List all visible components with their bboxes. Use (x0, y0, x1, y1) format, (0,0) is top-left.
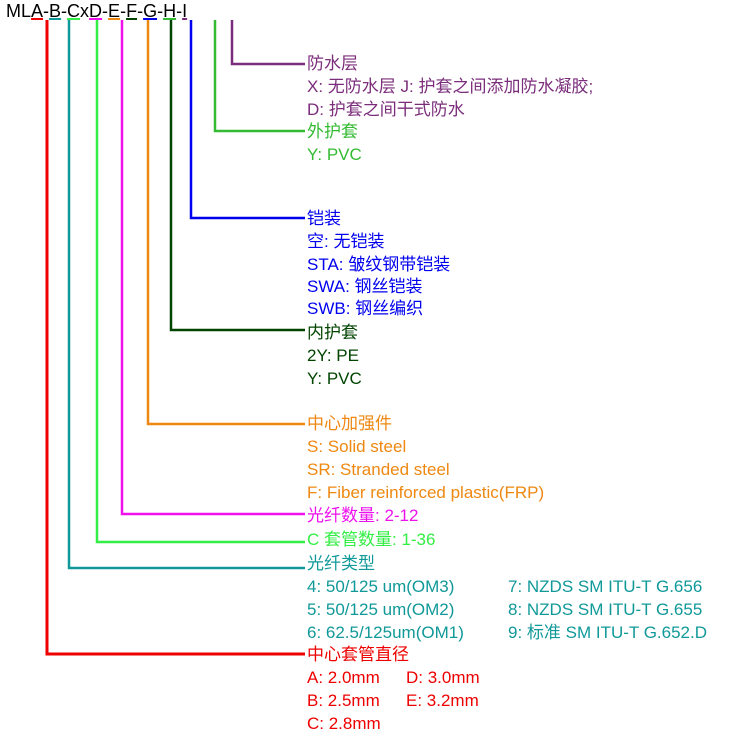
fiber-type-left-0: 4: 50/125 um(OM3) (307, 577, 455, 596)
inner-sheath-line2: Y: PVC (307, 369, 362, 388)
fiber-count-title: 光纤数量: 2-12 (307, 506, 419, 525)
inner-sheath-line1: 2Y: PE (307, 346, 359, 365)
connector-armor (189, 20, 305, 220)
code-e: E (108, 1, 121, 21)
code-d: D (89, 1, 103, 21)
code-h: H (163, 1, 177, 21)
armor-line4: SWB: 钢丝编织 (307, 299, 424, 318)
fiber-type-right-0: 7: NZDS SM ITU-T G.656 (508, 577, 703, 596)
armor-title: 铠装 (307, 209, 341, 228)
connector-tube-count (95, 20, 305, 544)
code-x: x (80, 1, 90, 21)
code-dash: - (61, 1, 68, 21)
armor-line2: STA: 皱纹钢带铠装 (307, 255, 451, 274)
outer-sheath-line1: Y: PVC (307, 145, 362, 164)
inner-sheath-title: 内护套 (307, 323, 358, 342)
strength-member-line3: F: Fiber reinforced plastic(FRP) (307, 483, 545, 502)
tube-diameter-row2a: B: 2.5mm (307, 691, 380, 710)
waterproof-line2: D: 护套之间干式防水 (307, 100, 465, 119)
connector-waterproof (230, 20, 305, 66)
tube-diameter-row1a: A: 2.0mm (307, 668, 380, 687)
code-a: A (31, 1, 44, 21)
code-prefix: ML (6, 1, 32, 21)
code-b: B (49, 1, 62, 21)
code-f: F (126, 1, 138, 21)
strength-member-line2: SR: Stranded steel (307, 460, 450, 479)
fiber-type-right-2: 9: 标准 SM ITU-T G.652.D (508, 623, 708, 642)
code-dash: - (43, 1, 50, 21)
waterproof-title: 防水层 (307, 54, 358, 73)
code-dash: - (176, 1, 183, 21)
code-dash: - (157, 1, 164, 21)
connector-tube-diameter (45, 20, 305, 656)
tube-diameter-title: 中心套管直径 (307, 645, 409, 664)
connector-outer-sheath (213, 20, 305, 133)
connector-inner-sheath (169, 20, 305, 332)
connector-strength-member (146, 20, 305, 426)
outer-sheath-title: 外护套 (307, 122, 358, 141)
code-dash: - (102, 1, 109, 21)
fiber-type-left-1: 5: 50/125 um(OM2) (307, 600, 455, 619)
strength-member-title: 中心加强件 (307, 414, 392, 433)
tube-diameter-row3a: C: 2.8mm (307, 714, 381, 733)
armor-line3: SWA: 钢丝铠装 (307, 277, 423, 296)
code-dash: - (120, 1, 127, 21)
connector-fiber-type (67, 20, 305, 570)
waterproof-line1: X: 无防水层 J: 护套之间添加防水凝胶; (307, 77, 594, 96)
code-dash: - (137, 1, 144, 21)
tube-diameter-row2b: E: 3.2mm (406, 691, 479, 710)
fiber-type-left-2: 6: 62.5/125um(OM1) (307, 623, 464, 642)
code-g: G (143, 1, 158, 21)
code-i: I (182, 1, 188, 21)
tube-count-title: C 套管数量: 1-36 (307, 530, 436, 549)
armor-line1: 空: 无铠装 (307, 232, 385, 251)
code-c: C (67, 1, 81, 21)
fiber-type-right-1: 8: NZDS SM ITU-T G.655 (508, 600, 703, 619)
fiber-type-title: 光纤类型 (307, 554, 375, 573)
strength-member-line1: S: Solid steel (307, 437, 407, 456)
tube-diameter-row1b: D: 3.0mm (406, 668, 480, 687)
connector-fiber-count (120, 20, 305, 516)
model-code: MLA-B-CxD-E-F-G-H-I (6, 0, 187, 22)
